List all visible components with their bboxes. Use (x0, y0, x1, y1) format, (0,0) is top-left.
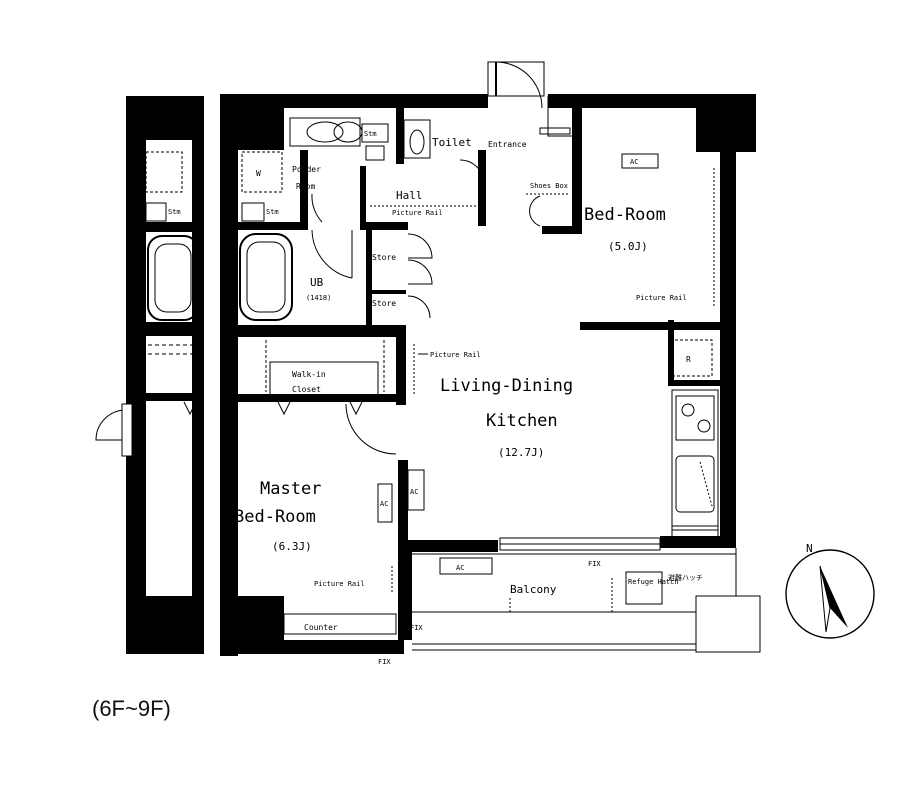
svg-text:AC: AC (456, 564, 464, 572)
ub-label: UB (310, 276, 324, 289)
store-lower-label: Store (372, 299, 396, 308)
walkin-label-1: Walk-in (292, 370, 326, 379)
compass: N (785, 542, 875, 639)
ldk-area-label: (12.7J) (498, 446, 544, 459)
fridge-label: R (686, 355, 691, 364)
picture-rail-master-label: Picture Rail (314, 580, 365, 588)
ldk-label-1: Living-Dining (440, 376, 573, 396)
shoes-box-label: Shoes Box (530, 182, 568, 190)
picture-rail-hall-label: Picture Rail (392, 209, 443, 217)
svg-text:AC: AC (380, 500, 388, 508)
ldk-label-2: Kitchen (486, 411, 558, 431)
master-bedroom: Master Bed-Room (6.3J) AC AC Picture Rai… (234, 403, 425, 666)
fix-counter-label: FIX (410, 624, 423, 632)
toilet-label: Toilet (432, 136, 472, 149)
interior-walls (238, 100, 736, 552)
powder-room-label-1: Powder (292, 165, 321, 174)
svg-text:W: W (256, 169, 261, 178)
master-label-2: Bed-Room (234, 507, 316, 527)
picture-rail-bedroom-label: Picture Rail (636, 294, 687, 302)
hall-label: Hall (396, 189, 423, 202)
neighbor-stm-label: Stm (168, 208, 181, 216)
svg-text:AC: AC (410, 488, 418, 496)
floor-range-label: (6F~9F) (92, 696, 171, 721)
entrance-door (487, 61, 575, 137)
master-label-1: Master (260, 479, 321, 499)
refuge-hatch-label: Refuge Hatch (628, 578, 679, 586)
balcony: AC Balcony Refuge Hatch 避難ハッチ (412, 548, 761, 653)
powder-room-label-2: Room (296, 182, 315, 191)
north-arrow-icon (820, 566, 848, 628)
stm-bath-label: Stm (266, 208, 279, 216)
entrance-label: Entrance (488, 140, 527, 149)
unit-bath: UB (1418) (239, 229, 353, 321)
ub-size-label: (1418) (306, 294, 331, 302)
store-upper-label: Store (372, 253, 396, 262)
stm-powder-label: Stm (364, 130, 377, 138)
exterior-walls (220, 94, 756, 656)
living-dining-kitchen: Picture Rail Living-Dining Kitchen (12.7… (413, 339, 719, 568)
bedroom-small: AC Bed-Room (5.0J) Picture Rail (584, 153, 715, 308)
bedroom-area-label: (5.0J) (608, 240, 648, 253)
neighbor-unit: Stm (95, 96, 204, 654)
picture-rail-ldk-label: Picture Rail (430, 351, 481, 359)
bedroom-label: Bed-Room (584, 205, 666, 225)
walkin-label-2: Closet (292, 385, 321, 394)
master-area-label: (6.3J) (272, 540, 312, 553)
fix-bottom-label: FIX (378, 658, 391, 666)
walk-in-closet: Walk-in Closet (183, 340, 385, 416)
refuge-hatch-jp-label: 避難ハッチ (668, 573, 703, 582)
sanitary-area: W Stm Stm Powder Room Toilet Hall Pictur… (241, 117, 570, 227)
svg-text:AC: AC (630, 158, 638, 166)
stores: Store Store (372, 233, 433, 319)
fix-balcony-label: FIX (588, 560, 601, 568)
counter-label: Counter (304, 623, 338, 632)
compass-north-label: N (806, 542, 813, 555)
balcony-label: Balcony (510, 583, 557, 596)
